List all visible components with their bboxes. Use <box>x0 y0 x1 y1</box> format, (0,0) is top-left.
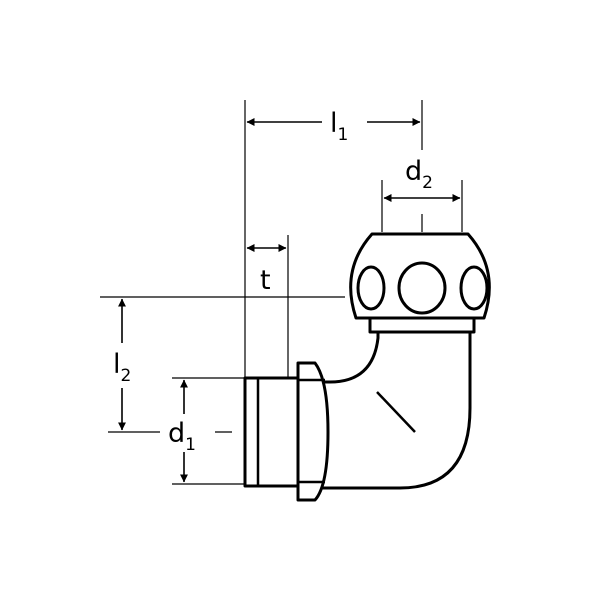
cap-knurl-left <box>356 265 386 311</box>
label-t-main: t <box>260 265 271 296</box>
label-d1-sub: 1 <box>185 435 196 455</box>
label-l2: l2 <box>113 349 131 386</box>
hex-nut <box>296 361 330 502</box>
label-l2-main: l <box>113 349 121 380</box>
elbow-pipe <box>300 328 472 490</box>
label-l2-sub: 2 <box>121 366 132 386</box>
label-t: t <box>260 265 271 296</box>
cap-knurl-right <box>459 265 489 311</box>
fitting-body <box>243 232 491 502</box>
label-d2: d2 <box>405 156 433 193</box>
collar-ring <box>368 316 476 334</box>
label-l1-main: l <box>330 108 338 139</box>
label-l1-sub: 1 <box>338 125 349 145</box>
label-d1-main: d <box>168 418 185 449</box>
label-d2-sub: 2 <box>422 173 433 193</box>
label-d2-main: d <box>405 156 422 187</box>
label-l1: l1 <box>330 108 348 145</box>
reference-lines <box>100 100 463 485</box>
cap-knurl-center <box>397 261 447 315</box>
threaded-end <box>243 376 300 488</box>
dimension-labels: l1 d2 t l2 d1 <box>113 108 433 455</box>
weld-seam <box>376 391 416 433</box>
dimension-arrows <box>118 118 461 483</box>
label-d1: d1 <box>168 418 196 455</box>
